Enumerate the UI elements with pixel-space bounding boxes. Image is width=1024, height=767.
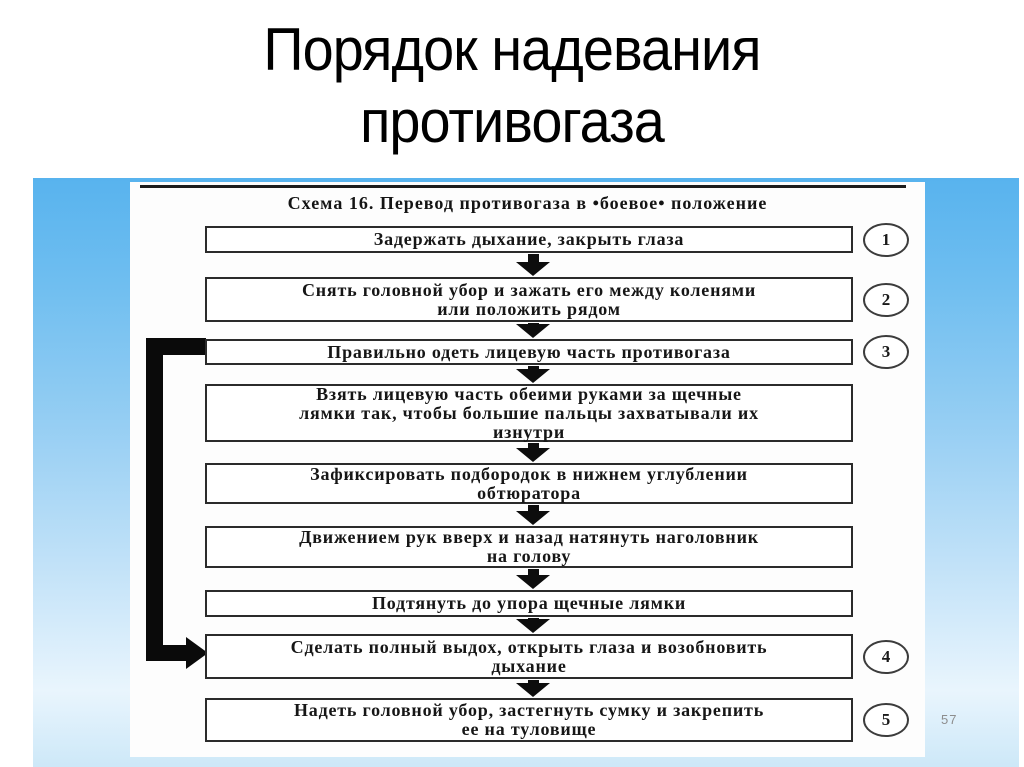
down-arrow-icon	[515, 505, 551, 525]
flow-step-box: Сделать полный выдох, открыть глаза и во…	[205, 634, 853, 679]
flow-step-text: Взять лицевую часть обеими руками за щеч…	[299, 383, 759, 442]
right-arrow-icon	[186, 637, 208, 669]
flow-step-text: Движением рук вверх и назад натянуть наг…	[299, 527, 759, 566]
down-arrow-icon	[515, 618, 551, 633]
step-number-badge: 1	[863, 222, 909, 257]
page-number: 57	[941, 712, 958, 727]
repeat-bracket-bottom-line	[146, 645, 188, 661]
step-number-badge: 2	[863, 282, 909, 317]
slide-title: Порядок надевания противогаза	[36, 14, 988, 158]
panel-top-rule	[140, 185, 906, 188]
down-arrow-icon	[515, 254, 551, 276]
repeat-bracket-vertical-line	[146, 338, 163, 661]
slide-title-line-2: противогаза	[360, 88, 665, 155]
flow-step-box: Правильно одеть лицевую часть противогаз…	[205, 339, 853, 365]
step-number-badge: 5	[863, 703, 909, 737]
flow-step-text: Надеть головной убор, застегнуть сумку и…	[293, 700, 765, 739]
flow-step-text: Снять головной убор и зажать его между к…	[301, 279, 757, 319]
flow-step-text: Подтянуть до упора щечные лямки	[371, 593, 687, 613]
flow-step-box: Взять лицевую часть обеими руками за щеч…	[205, 384, 853, 442]
down-arrow-icon	[515, 366, 551, 383]
down-arrow-icon	[515, 443, 551, 462]
slide-title-line-1: Порядок надевания	[263, 16, 761, 83]
flow-step-box: Задержать дыхание, закрыть глаза	[205, 226, 853, 253]
down-arrow-icon	[515, 323, 551, 338]
flow-step-text: Зафиксировать подбородок в нижнем углубл…	[310, 463, 748, 503]
flow-step-box: Надеть головной убор, застегнуть сумку и…	[205, 698, 853, 742]
scheme-header: Схема 16. Перевод противогаза в •боевое•…	[287, 193, 768, 213]
flow-step-box: Зафиксировать подбородок в нижнем углубл…	[205, 463, 853, 504]
down-arrow-icon	[515, 569, 551, 589]
flow-step-box: Движением рук вверх и назад натянуть наг…	[205, 526, 853, 568]
flow-step-text: Сделать полный выдох, открыть глаза и во…	[290, 636, 768, 676]
step-number-badge: 4	[863, 639, 909, 674]
flow-step-text: Задержать дыхание, закрыть глаза	[373, 229, 685, 249]
flow-step-box: Подтянуть до упора щечные лямки	[205, 590, 853, 617]
repeat-bracket-top-line	[146, 338, 206, 355]
step-number-badge: 3	[863, 335, 909, 369]
down-arrow-icon	[515, 680, 551, 697]
flow-step-text: Правильно одеть лицевую часть противогаз…	[327, 341, 731, 362]
flow-step-box: Снять головной убор и зажать его между к…	[205, 277, 853, 322]
